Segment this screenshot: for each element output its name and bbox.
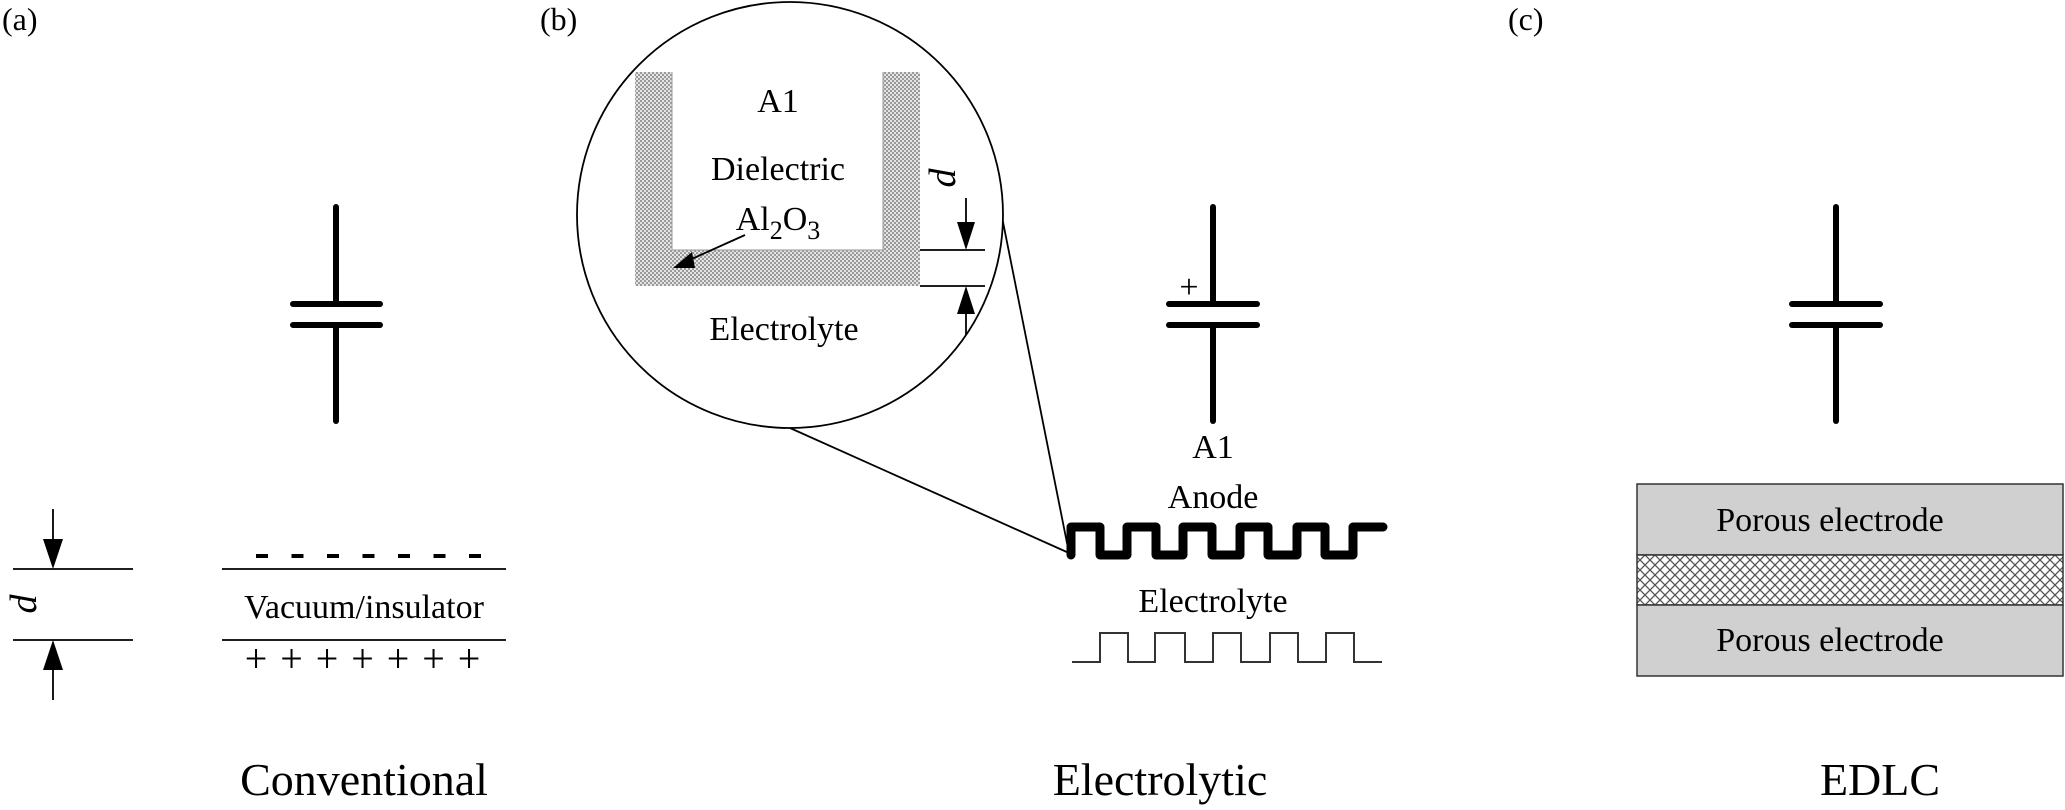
porous-electrode-bottom [1636, 604, 2064, 677]
arrowhead-down-icon [957, 222, 975, 250]
oxide-pointer-arrowhead-icon [673, 252, 695, 268]
negative-charge-mark [291, 554, 304, 558]
panel-b-label: (b) [540, 1, 577, 37]
arrowhead-up-icon [957, 286, 975, 314]
magnified-inset: A1 Dielectric Al2O3 Electrolyte d [576, 1, 1004, 429]
top-electrode-label: Porous electrode [1716, 502, 1944, 539]
electrolyte-surface-waveform [1072, 632, 1382, 663]
edlc-cell-stack: Porous electrode Porous electrode [1636, 483, 2064, 677]
magnifier-line-lower [789, 427, 1070, 554]
dielectric-label: Vacuum/insulator [244, 589, 485, 626]
bottom-electrode-label: Porous electrode [1716, 622, 1944, 659]
panel-c: (c) Porous electrode Porous electrode ED… [1508, 1, 2064, 805]
positive-charge-mark: + [458, 636, 481, 681]
negative-charge-mark [327, 554, 339, 558]
parallel-plates: + + + + + + + Vacuum/insulator [222, 554, 506, 681]
positive-charge-mark: + [422, 636, 445, 681]
separator [1636, 554, 2064, 606]
inset-dimension-symbol-d: d [922, 168, 964, 188]
negative-charge-mark [362, 554, 375, 558]
negative-charges [256, 554, 481, 558]
capacitor-symbol-electrolytic: + [1166, 204, 1260, 424]
magnifier-line-upper [1001, 216, 1070, 554]
panel-a: (a) d + + + + + + + Vacuum/insulator Conventio… [2, 1, 506, 805]
electrolyte-label: Electrolyte [1138, 583, 1287, 620]
panel-title-electrolytic: Electrolytic [1053, 754, 1268, 805]
negative-charge-mark [398, 554, 410, 558]
positive-charge-mark: + [351, 636, 374, 681]
arrowhead-down-icon [43, 539, 63, 569]
negative-charge-mark [256, 554, 268, 558]
oxide-pointer-line [684, 234, 746, 263]
panel-title-edlc: EDLC [1820, 754, 1940, 805]
inset-electrolyte-label: Electrolyte [709, 311, 858, 348]
oxide-layer [635, 72, 920, 286]
positive-charges: + + + + + + + [245, 636, 481, 681]
panel-a-label: (a) [2, 1, 38, 37]
capacitor-symbol-edlc [1789, 204, 1883, 424]
negative-charge-mark [433, 554, 446, 558]
positive-charge-mark: + [280, 636, 303, 681]
negative-charge-mark [469, 554, 481, 558]
polarity-plus-mark: + [1179, 269, 1198, 306]
anode-label: Anode [1168, 479, 1259, 516]
panel-c-label: (c) [1508, 1, 1544, 37]
dimension-symbol-d: d [3, 594, 45, 614]
positive-charge-mark: + [387, 636, 410, 681]
oxide-inner-edge [671, 72, 884, 251]
panel-title-conventional: Conventional [240, 754, 488, 805]
anode-surface-waveform [1066, 522, 1388, 560]
porous-electrode-top [1636, 483, 2064, 556]
panel-b: (b) A1 Dielectric Al2O3 Electrolyte [540, 1, 1388, 805]
positive-charge-mark: + [316, 636, 339, 681]
inset-oxide-formula: Al2O3 [736, 201, 821, 245]
anode-metal-label: A1 [1192, 429, 1234, 466]
arrowhead-up-icon [43, 640, 63, 670]
inset-metal-label: A1 [757, 83, 799, 120]
inset-dielectric-label: Dielectric [711, 151, 845, 188]
positive-charge-mark: + [245, 636, 268, 681]
capacitor-symbol-conventional [290, 204, 383, 424]
dimension-d-conventional: d [3, 509, 133, 700]
